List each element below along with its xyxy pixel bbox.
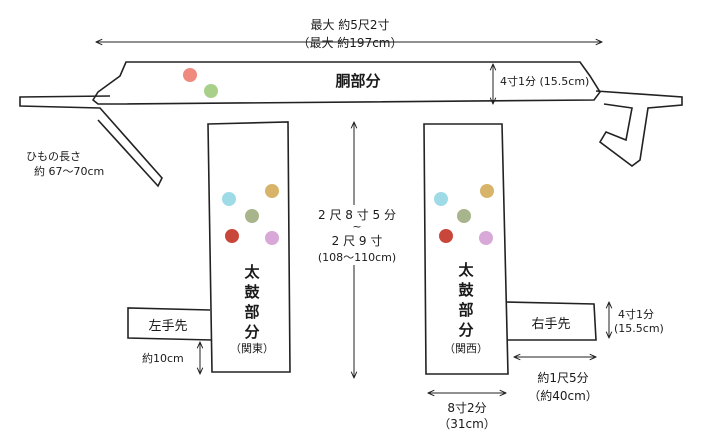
right-tesaki (505, 301, 597, 341)
taiko-length-tilde: ~ (352, 220, 361, 233)
dot-red (225, 229, 239, 243)
taiko-panel-kanto (207, 121, 291, 373)
dot-lilac (265, 231, 279, 245)
dot-cyan (222, 192, 236, 206)
left-tesaki-height-label: 約10cm (142, 351, 184, 365)
dot-lilac (479, 231, 493, 245)
right-tie (595, 90, 683, 167)
left-tesaki (127, 307, 213, 341)
taiko-width-line2: （31cm） (438, 417, 496, 431)
taiko-width-line1: 8寸2分 (447, 401, 486, 415)
taiko-right-char-3: 部 (458, 301, 473, 319)
top-width-line1: 最大 約5尺2寸 (310, 17, 389, 32)
taiko-left-char-2: 鼓 (244, 283, 260, 301)
right-tesaki-height-line1: 4寸1分 (618, 307, 654, 321)
tie-length-line1: ひもの長さ (26, 150, 81, 163)
taiko-length-label-bg (312, 205, 406, 265)
region-kanto: （関東） (230, 342, 274, 355)
taiko-right-char-4: 分 (458, 321, 473, 339)
dot-green (204, 84, 218, 98)
tie-length-line2: 約 67〜70cm (34, 164, 104, 178)
belt-height-label: 4寸1分 (15.5cm) (500, 74, 589, 88)
taiko-left-char-1: 太 (244, 263, 260, 281)
right-tesaki-label: 右手先 (531, 317, 570, 332)
taiko-length-line2: 2 尺 9 寸 (332, 234, 383, 248)
taiko-left-char-3: 部 (244, 303, 259, 321)
belt-label: 胴部分 (335, 72, 380, 90)
dot-gold (480, 184, 494, 198)
left-tesaki-label: 左手先 (148, 319, 187, 334)
right-tesaki-length-line2: （約40cm） (528, 388, 598, 403)
dot-gold (265, 184, 279, 198)
taiko-length-line3: (108〜110cm) (318, 251, 396, 264)
right-tesaki-length-line1: 約1尺5分 (537, 370, 588, 385)
taiko-panel-kansai (423, 123, 509, 375)
taiko-right-char-2: 鼓 (458, 281, 474, 299)
dot-olive (457, 209, 471, 223)
taiko-length-line1: 2 尺 8 寸 5 分 (318, 208, 396, 222)
dot-pink (183, 68, 197, 82)
right-tesaki-height-line2: (15.5cm) (614, 322, 664, 335)
dot-cyan (434, 192, 448, 206)
dot-red (439, 229, 453, 243)
dot-olive (245, 209, 259, 223)
region-kansai: （関西） (444, 342, 488, 355)
taiko-left-char-4: 分 (244, 323, 259, 341)
left-tie (19, 95, 163, 188)
taiko-right-char-1: 太 (458, 261, 474, 279)
belt-section (91, 61, 601, 105)
